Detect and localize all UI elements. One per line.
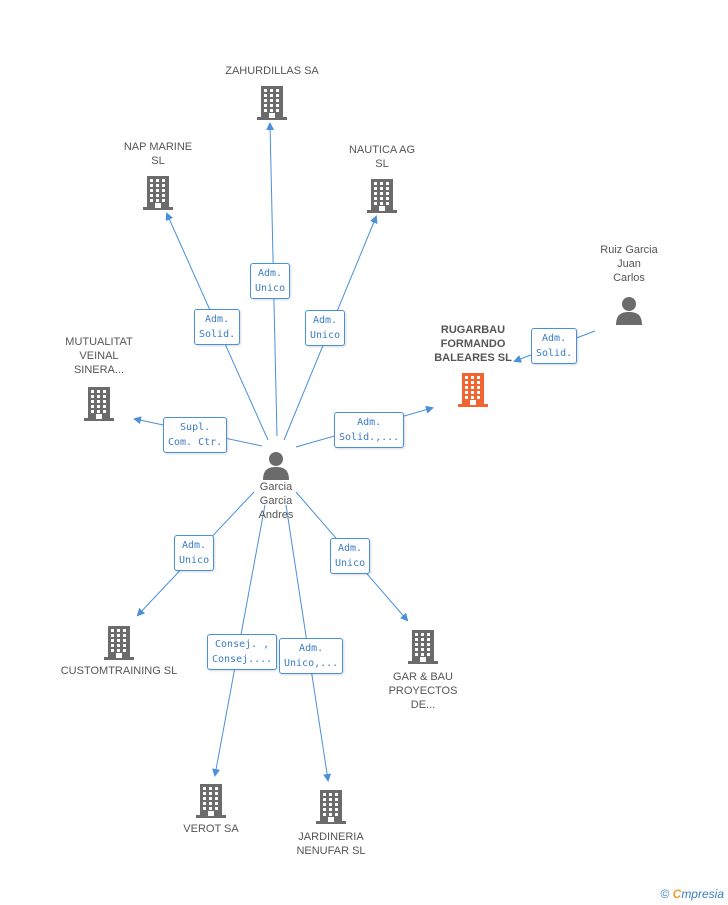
logo-initial: C: [672, 887, 682, 901]
building-icon: [84, 387, 114, 421]
relation-label-rugarbau[interactable]: Adm. Solid.,...: [334, 412, 405, 448]
relation-line: Consej. ,: [215, 639, 270, 650]
company-nap-marine[interactable]: NAP MARINE SL: [112, 140, 204, 210]
relation-label-jardineria[interactable]: Adm. Unico,...: [279, 638, 344, 674]
relation-line: Unico: [310, 330, 341, 341]
relation-label-nap-marine[interactable]: Adm. Solid.: [194, 309, 241, 345]
person-ruiz-garcia-juan-carlos[interactable]: Ruiz Garcia Juan Carlos: [584, 243, 674, 325]
company-zahurdillas[interactable]: ZAHURDILLAS SA: [212, 64, 332, 120]
relation-line: Unico,...: [284, 658, 339, 669]
relation-line: Adm.: [299, 643, 324, 654]
relation-line: Adm.: [357, 417, 382, 428]
company-name: NAUTICA AG SL: [348, 144, 416, 170]
person-garcia-garcia-andres[interactable]: Garcia Garcia Andres: [240, 450, 312, 522]
company-name: ZAHURDILLAS SA: [225, 65, 319, 77]
company-name: MUTUALITAT VEINAL SINERA...: [65, 336, 133, 376]
relation-line: Adm.: [182, 540, 207, 551]
logo-text: mpresia: [681, 887, 724, 901]
relation-label-nautica[interactable]: Adm. Unico: [305, 310, 346, 346]
relation-line: Unico: [335, 558, 366, 569]
company-name: RUGARBAU FORMANDO BALEARES SL: [434, 324, 512, 364]
person-icon: [263, 452, 289, 480]
relation-label-ruiz[interactable]: Adm. Solid.: [531, 328, 578, 364]
company-customtraining[interactable]: CUSTOMTRAINING SL: [54, 624, 184, 678]
relation-label-gar-bau[interactable]: Adm. Unico: [330, 538, 371, 574]
building-icon: [104, 626, 134, 660]
building-icon: [196, 784, 226, 818]
relation-line: Unico: [255, 283, 286, 294]
company-mutualitat[interactable]: MUTUALITAT VEINAL SINERA...: [52, 335, 146, 421]
building-icon: [408, 630, 438, 664]
company-jardineria[interactable]: JARDINERIA NENUFAR SL: [284, 788, 378, 858]
person-name: Garcia Garcia Andres: [258, 481, 294, 521]
empresia-logo[interactable]: © Cmpresia: [660, 887, 724, 901]
building-icon: [316, 790, 346, 824]
relation-label-zahurdillas[interactable]: Adm. Unico: [250, 263, 291, 299]
copyright-icon: ©: [660, 887, 670, 901]
relation-line: Adm.: [338, 543, 363, 554]
person-name: Ruiz Garcia Juan Carlos: [600, 244, 658, 284]
company-verot[interactable]: VEROT SA: [170, 782, 252, 836]
relation-line: Solid.,...: [339, 432, 400, 443]
building-icon: [367, 179, 397, 213]
person-icon: [616, 297, 642, 325]
relation-line: Supl.: [180, 422, 211, 433]
relation-line: Solid.: [199, 329, 236, 340]
relation-line: Consej....: [212, 654, 273, 665]
relation-line: Com. Ctr.: [168, 437, 223, 448]
company-name: VEROT SA: [183, 823, 239, 835]
relation-line: Adm.: [542, 333, 567, 344]
relation-label-customtraining[interactable]: Adm. Unico: [174, 535, 215, 571]
company-name: JARDINERIA NENUFAR SL: [296, 831, 366, 857]
relation-label-mutualitat[interactable]: Supl. Com. Ctr.: [163, 417, 228, 453]
company-gar-bau[interactable]: GAR & BAU PROYECTOS DE...: [376, 628, 470, 712]
relation-line: Solid.: [536, 348, 573, 359]
relation-label-verot[interactable]: Consej. , Consej....: [207, 634, 278, 670]
relation-line: Unico: [179, 555, 210, 566]
relation-line: Adm.: [258, 268, 283, 279]
company-name: GAR & BAU PROYECTOS DE...: [388, 671, 458, 711]
relation-line: Adm.: [205, 314, 230, 325]
building-icon: [143, 176, 173, 210]
company-name: NAP MARINE SL: [123, 141, 193, 167]
company-nautica[interactable]: NAUTICA AG SL: [336, 143, 428, 213]
building-icon: [458, 373, 488, 407]
building-icon: [257, 86, 287, 120]
company-name: CUSTOMTRAINING SL: [60, 665, 178, 677]
relation-line: Adm.: [313, 315, 338, 326]
company-rugarbau[interactable]: RUGARBAU FORMANDO BALEARES SL: [420, 323, 526, 407]
